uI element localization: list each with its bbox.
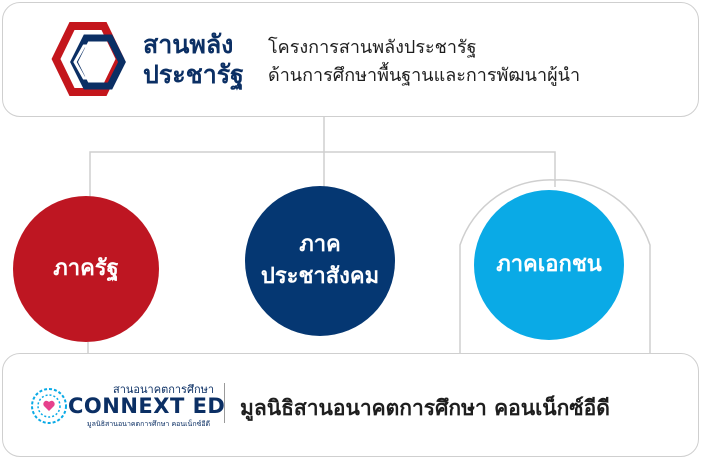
- footer-divider: [224, 383, 225, 423]
- sector-label-line-2: ประชาสังคม: [260, 264, 380, 289]
- sector-civil-society: ภาค ประชาสังคม: [245, 186, 395, 336]
- sector-government: ภาครัฐ: [13, 196, 159, 342]
- logo-wordmark: CONNEXT ED: [68, 394, 226, 418]
- sector-label: ภาคเอกชน: [496, 252, 602, 277]
- connext-ed-logo-icon: [31, 388, 67, 424]
- program-line-1: โครงการสานพลังประชารัฐ: [268, 37, 477, 58]
- brand-line-1: สานพลัง: [143, 30, 234, 59]
- sector-private: ภาคเอกชน: [474, 190, 624, 340]
- program-title: โครงการสานพลังประชารัฐ ด้านการศึกษาพื้นฐ…: [268, 34, 580, 90]
- footer-panel: [2, 353, 699, 457]
- sector-label: ภาครัฐ: [53, 256, 119, 281]
- sector-label-line-1: ภาค: [299, 232, 341, 257]
- logo-tagline: มูลนิธิสานอนาคตการศึกษา คอนเน็กซ์อีดี: [87, 420, 211, 428]
- program-line-2: ด้านการศึกษาพื้นฐานและการพัฒนาผู้นำ: [268, 65, 581, 86]
- brand-line-2: ประชารัฐ: [143, 60, 244, 89]
- logo-small-text: สานอนาคตการศึกษา: [113, 383, 215, 396]
- foundation-name: มูลนิธิสานอนาคตการศึกษา คอนเน็กซ์อีดี: [240, 396, 610, 420]
- hexagon-logo-icon: [51, 22, 126, 96]
- brand-name: สานพลัง ประชารัฐ: [143, 30, 244, 90]
